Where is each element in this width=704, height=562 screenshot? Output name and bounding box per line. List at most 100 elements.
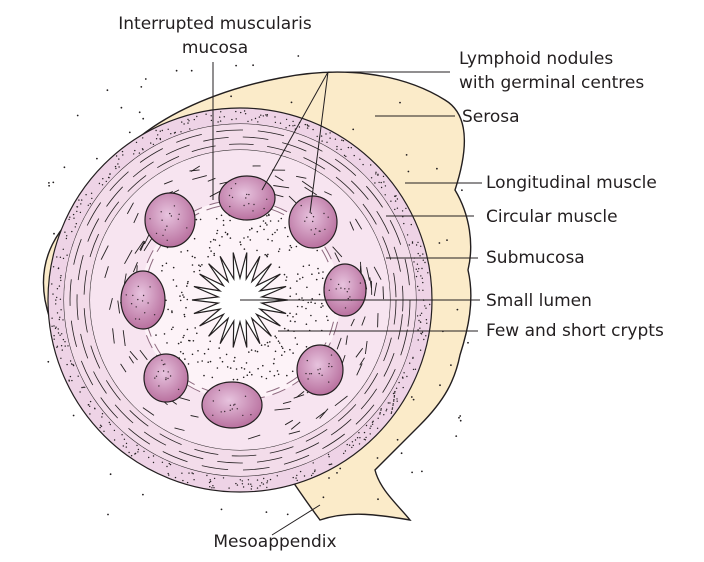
nodule-speck	[132, 295, 133, 296]
nodule-speck	[246, 194, 247, 195]
label-longitudinal-muscle: Longitudinal muscle	[486, 172, 657, 194]
nodule-speck	[323, 213, 324, 214]
nodule-speck	[330, 279, 331, 280]
nodule-speck	[138, 286, 139, 287]
nodule-speck	[170, 375, 171, 376]
nodule-speck	[312, 221, 313, 222]
nodule-speck	[168, 371, 169, 372]
label-circular-muscle: Circular muscle	[486, 206, 618, 228]
nodule-speck	[301, 205, 302, 206]
nodule-speck	[245, 197, 246, 198]
nodule-speck	[233, 404, 234, 405]
nodule-speck	[165, 377, 166, 378]
nodule-speck	[171, 215, 172, 216]
nodule-speck	[165, 229, 166, 230]
nodule-speck	[167, 240, 168, 241]
nodule-speck	[237, 408, 238, 409]
nodule-speck	[248, 194, 249, 195]
nodule-speck	[135, 318, 136, 319]
nodule-speck	[234, 404, 235, 405]
nodule-speck	[144, 312, 145, 313]
nodule-speck	[161, 220, 162, 221]
nodule-speck	[126, 294, 127, 295]
nodule-speck	[328, 366, 329, 367]
nodule-speck	[149, 286, 150, 287]
nodule-speck	[224, 411, 225, 412]
nodule-speck	[161, 211, 162, 212]
nodule-speck	[321, 375, 322, 376]
nodule-speck	[213, 400, 214, 401]
label-small-lumen: Small lumen	[486, 290, 592, 312]
nodule-speck	[314, 234, 315, 235]
nodule-speck	[348, 298, 349, 299]
label-mesoappendix: Mesoappendix	[205, 531, 345, 553]
nodule-speck	[349, 281, 350, 282]
nodule-speck	[219, 390, 220, 391]
nodule-speck	[149, 218, 150, 219]
nodule-speck	[313, 216, 314, 217]
nodule-speck	[309, 373, 310, 374]
nodule-speck	[336, 288, 337, 289]
nodule-speck	[163, 370, 164, 371]
label-interrupted-line1: Interrupted muscularis	[95, 13, 335, 35]
nodule-speck	[248, 203, 249, 204]
nodule-speck	[235, 183, 236, 184]
nodule-speck	[162, 235, 163, 236]
nodule-speck	[139, 319, 140, 320]
nodule-speck	[331, 366, 332, 367]
nodule-speck	[245, 396, 246, 397]
label-serosa: Serosa	[462, 106, 520, 128]
lymphoid-nodule	[297, 345, 343, 395]
nodule-speck	[242, 415, 243, 416]
nodule-speck	[307, 360, 308, 361]
nodule-speck	[161, 360, 162, 361]
nodule-speck	[178, 389, 179, 390]
nodule-speck	[311, 373, 312, 374]
nodule-speck	[231, 188, 232, 189]
nodule-speck	[165, 379, 166, 380]
nodule-speck	[178, 219, 179, 220]
nodule-speck	[164, 363, 165, 364]
nodule-speck	[328, 363, 329, 364]
nodule-speck	[349, 296, 350, 297]
nodule-speck	[142, 300, 143, 301]
nodule-speck	[320, 368, 321, 369]
nodule-speck	[306, 217, 307, 218]
nodule-speck	[158, 385, 159, 386]
nodule-speck	[328, 381, 329, 382]
label-lymphoid-line1: Lymphoid nodules	[459, 48, 613, 70]
nodule-speck	[143, 295, 144, 296]
nodule-speck	[166, 226, 167, 227]
nodule-speck	[345, 307, 346, 308]
nodule-speck	[131, 303, 132, 304]
nodule-speck	[324, 229, 325, 230]
nodule-speck	[163, 364, 164, 365]
nodule-speck	[319, 231, 320, 232]
nodule-speck	[156, 376, 157, 377]
lymphoid-nodule	[121, 271, 165, 329]
nodule-speck	[221, 411, 222, 412]
nodule-speck	[229, 195, 230, 196]
label-lymphoid-line2: with germinal centres	[459, 72, 644, 94]
nodule-speck	[311, 229, 312, 230]
nodule-speck	[167, 378, 168, 379]
nodule-speck	[319, 373, 320, 374]
nodule-speck	[252, 210, 253, 211]
nodule-speck	[348, 288, 349, 289]
nodule-speck	[156, 233, 157, 234]
nodule-speck	[243, 205, 244, 206]
nodule-speck	[360, 282, 361, 283]
nodule-speck	[253, 204, 254, 205]
nodule-speck	[338, 284, 339, 285]
nodule-speck	[158, 371, 159, 372]
label-interrupted-line2: mucosa	[95, 37, 335, 59]
nodule-speck	[331, 354, 332, 355]
label-crypts: Few and short crypts	[486, 320, 664, 342]
nodule-speck	[186, 227, 187, 228]
nodule-speck	[147, 302, 148, 303]
lymphoid-nodule	[145, 193, 195, 247]
nodule-speck	[212, 415, 213, 416]
nodule-speck	[317, 369, 318, 370]
nodule-speck	[154, 314, 155, 315]
